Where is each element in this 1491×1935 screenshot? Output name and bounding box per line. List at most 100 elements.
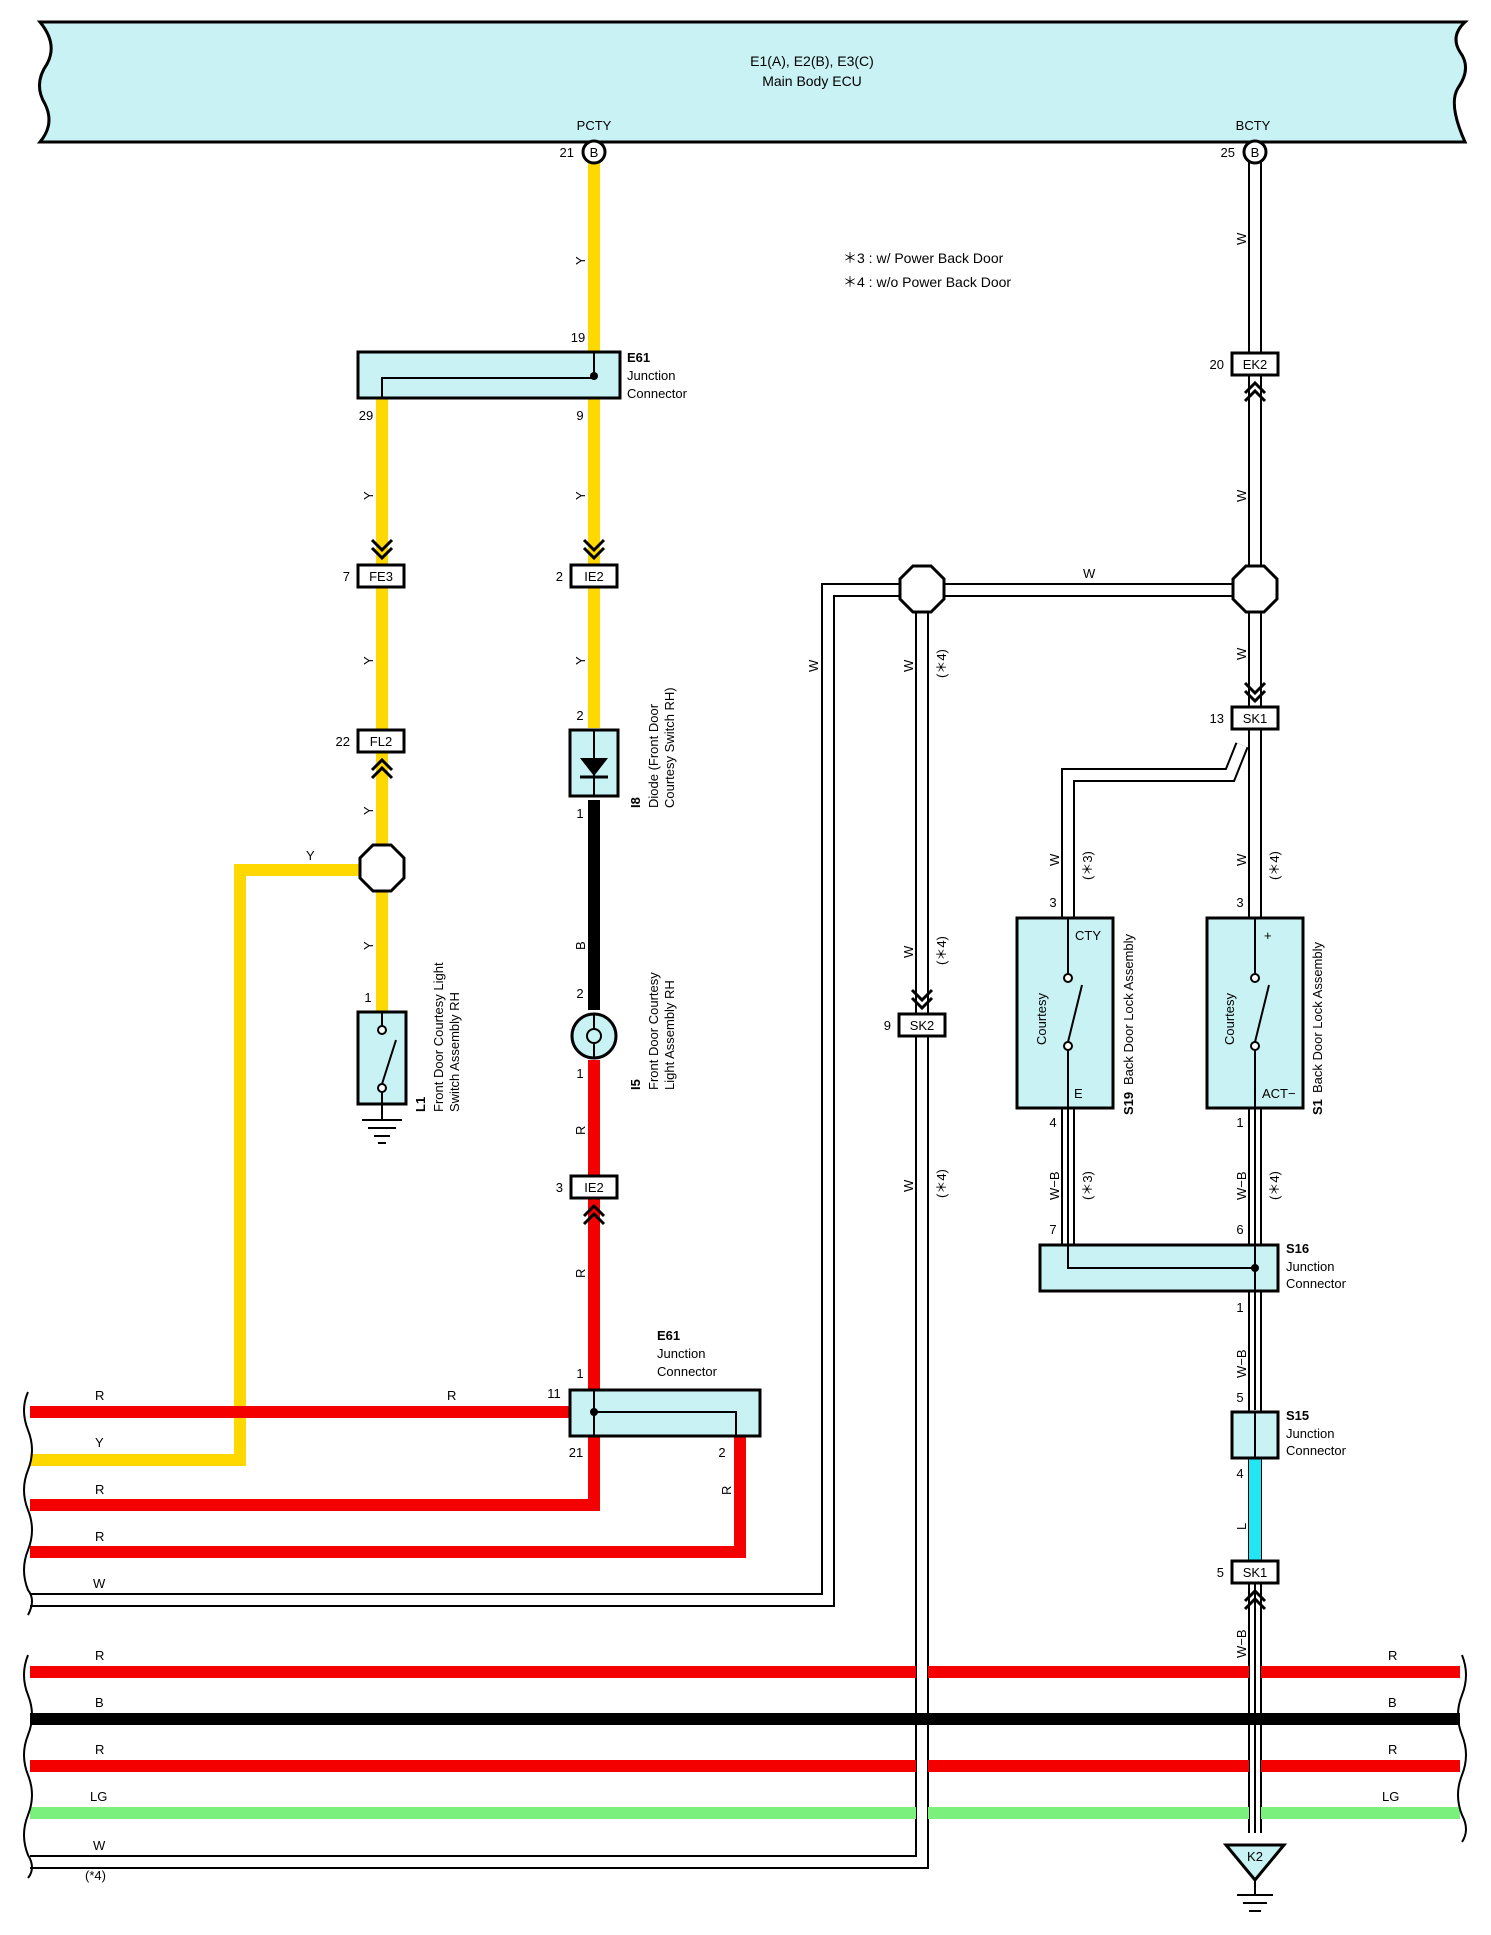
note-3: ＊3 : w/ Power Back Door	[843, 250, 1004, 266]
i8-pin-2: 2	[576, 708, 583, 723]
e61-bottom-line2: Connector	[657, 1364, 718, 1379]
e61-bottom-line1: Junction	[657, 1346, 705, 1361]
lbl-lg-h1: LG	[90, 1789, 107, 1804]
inline-fe3: FE3 7	[343, 538, 406, 589]
ground-k2: K2	[1222, 1843, 1288, 1912]
ecu-pin-pcty: B 21	[560, 139, 607, 165]
lbl-n4-1: (＊4)	[934, 649, 949, 678]
i8-id: I8	[628, 797, 643, 808]
splice-y	[358, 843, 406, 893]
inline-fe3-pin: 7	[343, 569, 350, 584]
inline-sk1-bottom-code: SK1	[1243, 1565, 1268, 1580]
ecu-pin-bcty: B 25	[1221, 139, 1268, 165]
lbl-w-8: W	[1047, 853, 1062, 866]
s15-pin-4: 4	[1236, 1466, 1243, 1481]
lbl-w-h3: W	[93, 1838, 106, 1853]
lbl-b-1: B	[573, 941, 588, 950]
ecu-pin-name-pcty: PCTY	[577, 118, 612, 133]
s16-line1: Junction	[1286, 1259, 1334, 1274]
e61-bottom-pin-21: 21	[569, 1445, 583, 1460]
e61-bottom-pin-11: 11	[547, 1386, 561, 1401]
s19-top-label: CTY	[1075, 928, 1101, 943]
i5-pin-1: 1	[576, 1066, 583, 1081]
s16-connector: S16 Junction Connector 7 6 1	[1038, 1222, 1347, 1315]
red-wires	[30, 1060, 1460, 1772]
lbl-y-h2: Y	[95, 1435, 104, 1450]
s1-line1: Back Door Lock Assembly	[1310, 941, 1325, 1093]
e61-bottom-connector: E61 Junction Connector 1 11 21 2	[547, 1328, 762, 1460]
lbl-n3-2: (＊3)	[1080, 1171, 1095, 1200]
ecu-pin-num-pcty: 21	[560, 145, 574, 160]
lbl-w-3: W	[1234, 647, 1249, 660]
lbl-r-1: R	[573, 1126, 588, 1135]
lbl-r-2: R	[573, 1269, 588, 1278]
lbl-n4b: (*4)	[85, 1868, 106, 1883]
lbl-w-5: W	[901, 659, 916, 672]
s19-line1: Back Door Lock Assembly	[1121, 933, 1136, 1085]
lbl-y-4: Y	[361, 656, 376, 665]
s1-inner: Courtesy	[1222, 992, 1237, 1045]
switch-l1: 1 L1 Front Door Courtesy Light Switch As…	[356, 962, 462, 1144]
i5-pin-2: 2	[576, 986, 583, 1001]
lbl-w-4: W	[806, 659, 821, 672]
diode-i8: 2 1 I8 Diode (Front Door Courtesy Switch…	[568, 687, 677, 821]
l1-line1: Front Door Courtesy Light	[431, 962, 446, 1112]
lbl-r-h1: R	[95, 1388, 104, 1403]
s19-bottom-label: E	[1074, 1086, 1083, 1101]
splice-w-left	[898, 564, 946, 614]
lbl-n4-5: (＊4)	[1267, 1171, 1282, 1200]
black-wires	[30, 800, 1460, 1725]
s15-pin-5: 5	[1236, 1390, 1243, 1405]
inline-ek2-code: EK2	[1243, 357, 1268, 372]
ecu-pin-name-bcty: BCTY	[1236, 118, 1271, 133]
lbl-r-h4: R	[95, 1529, 104, 1544]
inline-ie2-top: IE2 2	[556, 538, 619, 589]
e61-bottom-id: E61	[657, 1328, 680, 1343]
inline-sk1-bottom-pin: 5	[1217, 1565, 1224, 1580]
light-i5: 2 1 I5 Front Door Courtesy Light Assembl…	[570, 972, 677, 1090]
l1-pin-1: 1	[364, 990, 371, 1005]
e61-top-id: E61	[627, 350, 650, 365]
inline-ek2-pin: 20	[1210, 357, 1224, 372]
lbl-y-1: Y	[573, 256, 588, 265]
inline-ie2-bottom-pin: 3	[556, 1180, 563, 1195]
s1-id: S1	[1310, 1099, 1325, 1115]
inline-sk1-top: SK1 13	[1210, 681, 1280, 731]
l1-line2: Switch Assembly RH	[447, 992, 462, 1112]
lbl-y-5: Y	[573, 656, 588, 665]
lbl-r-h2: R	[447, 1388, 456, 1403]
e61-top-line2: Connector	[627, 386, 688, 401]
lbl-n4-3: (＊4)	[934, 1169, 949, 1198]
s15-line1: Junction	[1286, 1426, 1334, 1441]
lbl-wb-3: W−B	[1234, 1349, 1249, 1378]
inline-ie2-bottom: IE2 3	[556, 1174, 619, 1226]
s16-line2: Connector	[1286, 1276, 1347, 1291]
lbl-wb-2: W−B	[1234, 1171, 1249, 1200]
s16-pin-6: 6	[1236, 1222, 1243, 1237]
ecu-pin-conn-pcty: B	[590, 145, 599, 160]
inline-ie2-top-pin: 2	[556, 569, 563, 584]
s19-inner: Courtesy	[1034, 992, 1049, 1045]
lbl-n4-4: (＊4)	[1267, 851, 1282, 880]
lbl-wb-1: W−B	[1047, 1171, 1062, 1200]
k2-id: K2	[1247, 1849, 1263, 1864]
e61-top-pin-9: 9	[576, 408, 583, 423]
lbl-w-9: W	[1234, 853, 1249, 866]
s15-connector: S15 Junction Connector 5 4	[1230, 1390, 1347, 1481]
inline-sk1-top-code: SK1	[1243, 711, 1268, 726]
s16-pin-7: 7	[1049, 1222, 1056, 1237]
ecu-subtitle: Main Body ECU	[762, 73, 862, 89]
lbl-r-3: R	[719, 1486, 734, 1495]
lbl-b-h2: B	[1388, 1695, 1397, 1710]
lbl-w-h2: W	[93, 1576, 106, 1591]
notes: ＊3 : w/ Power Back Door ＊4 : w/o Power B…	[843, 250, 1011, 290]
l1-id: L1	[413, 1097, 428, 1112]
i5-line2: Light Assembly RH	[662, 980, 677, 1090]
inline-fl2-pin: 22	[336, 734, 350, 749]
inline-sk2-code: SK2	[910, 1018, 935, 1033]
s19-pin-4: 4	[1049, 1115, 1056, 1130]
splice-w-right	[1231, 564, 1279, 614]
lbl-y-3: Y	[573, 491, 588, 500]
switch-s1: + ACT− Courtesy 3 1 S1 Back Door Lock As…	[1205, 895, 1325, 1130]
